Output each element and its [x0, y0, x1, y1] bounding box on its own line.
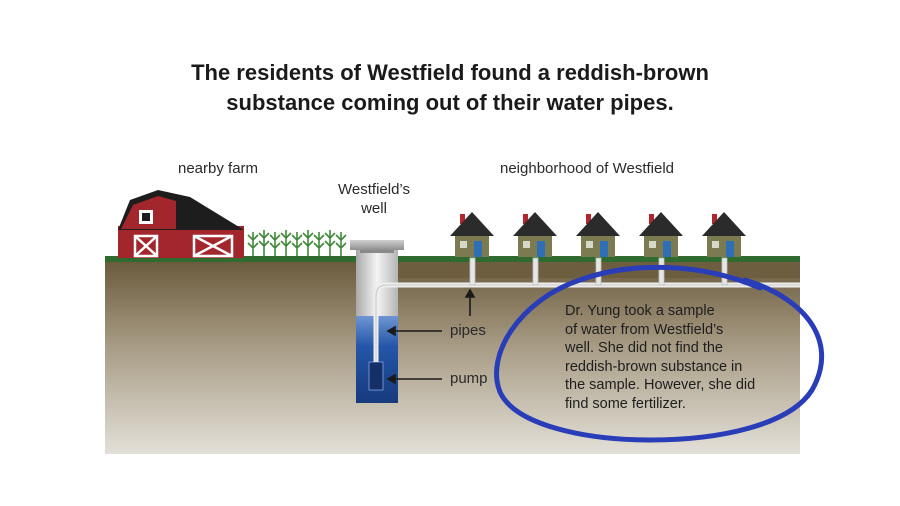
house-branch-pipes: [469, 257, 728, 286]
note-line: the sample. However, she did: [565, 377, 756, 394]
house-icon: [702, 212, 746, 257]
well-icon: [350, 240, 404, 403]
note-line: find some fertilizer.: [565, 395, 686, 412]
house-icon: [639, 212, 683, 257]
pump-label: pump: [450, 370, 488, 387]
pipes-up-arrow-icon: [464, 288, 476, 316]
soil: [105, 260, 800, 454]
crop-field-icon: [247, 230, 347, 256]
pump-arrow-icon: [386, 373, 442, 385]
highlight-circle: [494, 264, 824, 443]
house-icon: [513, 212, 557, 257]
house-icon: [576, 212, 620, 257]
well-label-line-1: Westfield’s: [338, 181, 410, 198]
note-line: of water from Westfield’s: [565, 321, 724, 338]
pipes-arrow-icon: [386, 325, 442, 337]
note-line: reddish-brown substance in: [565, 358, 743, 375]
farm-label: nearby farm: [178, 160, 259, 177]
note-line: well. She did not find the: [565, 340, 723, 357]
note-line: Dr. Yung took a sample: [565, 303, 715, 319]
sample-note: Dr. Yung took a sample of water from Wes…: [565, 302, 805, 414]
title-line-2: substance coming out of their water pipe…: [226, 90, 674, 115]
title-line-1: The residents of Westfield found a reddi…: [191, 60, 709, 85]
pump-icon: [368, 361, 384, 391]
house-icon: [450, 212, 494, 257]
pipes-label: pipes: [450, 322, 486, 339]
barn-icon: [118, 190, 244, 258]
well-label: Westfield’s well: [322, 180, 426, 218]
neighborhood-label: neighborhood of Westfield: [500, 160, 675, 177]
well-label-line-2: well: [361, 200, 387, 217]
page-title: The residents of Westfield found a reddi…: [0, 58, 900, 118]
